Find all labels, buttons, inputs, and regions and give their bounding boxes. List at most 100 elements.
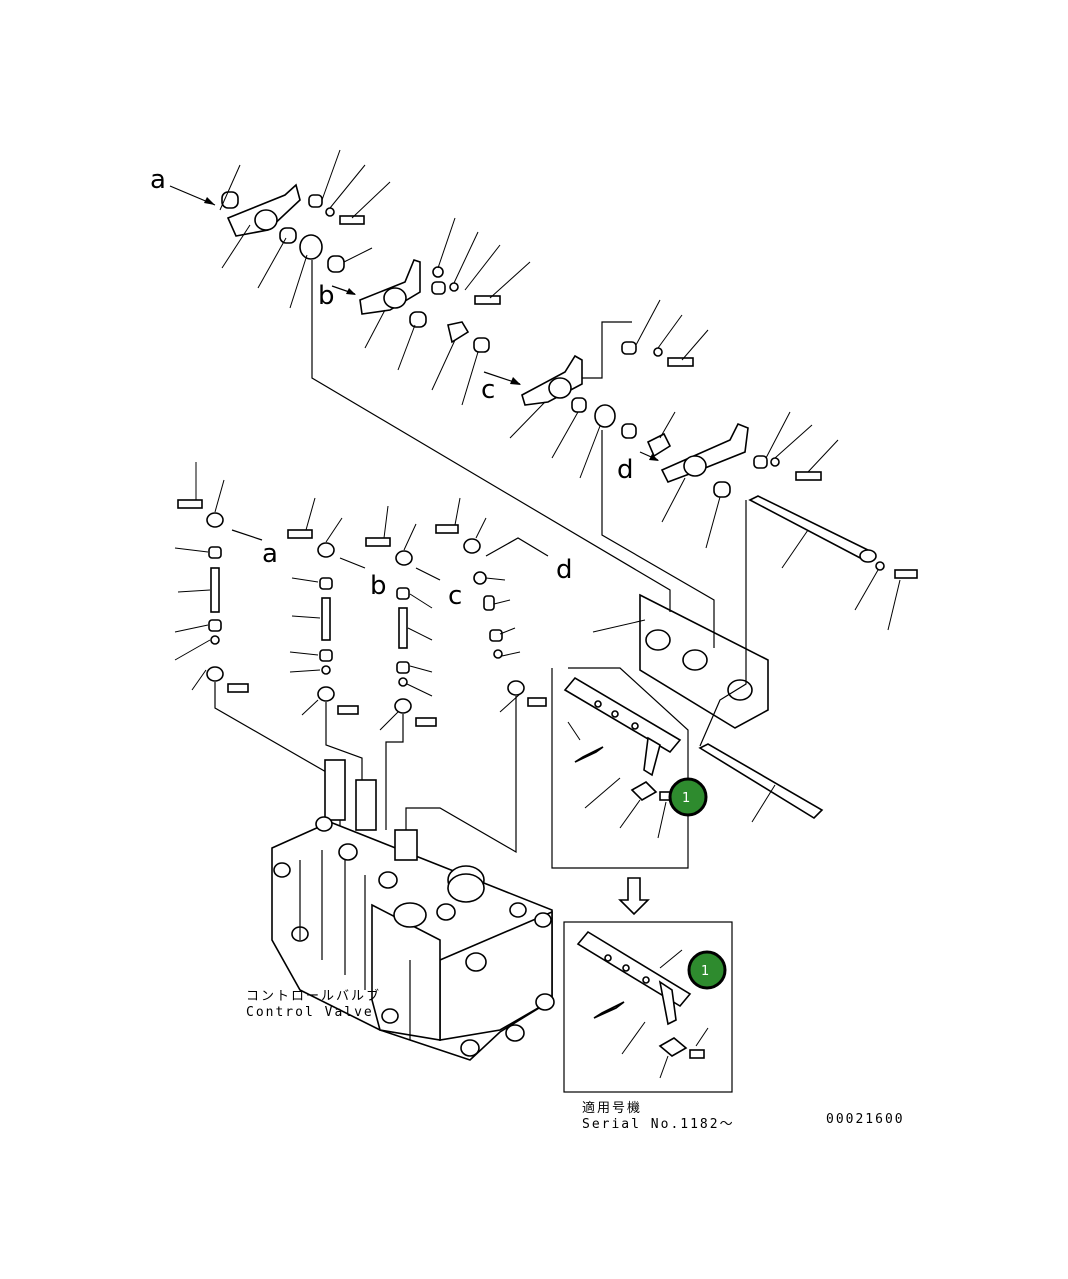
- rod-end-d-top: [463, 538, 481, 554]
- lever-c-boss: [548, 377, 572, 399]
- rod-c: [398, 607, 408, 649]
- block-main: [630, 781, 658, 801]
- bracket-hole-1: [645, 629, 671, 651]
- bushing-d: [713, 481, 731, 498]
- label-b-top: b: [318, 281, 335, 311]
- shaft-lower: [698, 743, 824, 820]
- bolt-b: [474, 295, 501, 305]
- detail-frame-main: [551, 667, 689, 869]
- nut-d: [753, 455, 768, 469]
- washer-rod-b: [321, 665, 331, 675]
- serial-caption-en: Serial No.1182～: [582, 1117, 735, 1132]
- washer-rod-d2: [493, 649, 503, 659]
- label-b-rod: b: [370, 571, 387, 601]
- control-valve: [271, 759, 555, 1061]
- rod-a: [210, 567, 220, 613]
- rod-end-b-top: [317, 542, 335, 558]
- plate-main: [563, 676, 682, 754]
- label-d-rod: d: [556, 555, 573, 585]
- pin-main: [574, 746, 604, 763]
- rod-d: [483, 595, 495, 611]
- caption-component-jp: コントロールバルブ: [246, 988, 381, 1004]
- rod-end-a-bottom: [206, 666, 224, 682]
- rod-end-c-bottom: [394, 698, 412, 714]
- lever-d: [660, 422, 749, 484]
- label-c-rod: c: [448, 581, 462, 611]
- clevis-b: [447, 321, 470, 344]
- washer-b1: [432, 266, 444, 278]
- arrowhead-a-top: [204, 197, 215, 205]
- bolt-d: [795, 471, 822, 481]
- nut-b: [431, 281, 446, 295]
- bolt-shaft: [894, 569, 918, 579]
- nut-c: [621, 341, 637, 355]
- valve-spool-1: [324, 759, 346, 821]
- valve-spool-3: [394, 829, 418, 861]
- rod-end-d-bottom: [507, 680, 525, 696]
- bolt-a: [339, 215, 365, 225]
- washer-c: [653, 347, 663, 357]
- bolt-inset: [689, 1049, 705, 1059]
- bolt-rod-c2: [415, 717, 437, 727]
- bolt-rod-b2: [337, 705, 359, 715]
- valve-port-2: [393, 902, 427, 928]
- svg-text:1: 1: [682, 791, 690, 806]
- valve-port-3: [465, 952, 487, 972]
- washer-rod-a: [210, 635, 220, 645]
- bolt-rod-a2: [227, 683, 249, 693]
- washer-rod-d1: [473, 571, 487, 585]
- callout-marker-main: 1: [668, 777, 708, 817]
- bolt-c: [667, 357, 694, 367]
- label-a-top: a: [150, 165, 166, 195]
- washer-rod-c: [398, 677, 408, 687]
- bushing-b3: [473, 337, 490, 353]
- nut-rod-a2: [208, 619, 222, 632]
- callout-marker-inset: 1: [687, 950, 727, 990]
- washer-d: [770, 457, 780, 467]
- bushing-b1: [327, 255, 345, 273]
- washer-b2: [449, 282, 459, 292]
- washer-a: [325, 207, 335, 217]
- detail-frame-inset: [563, 921, 733, 1093]
- serial-caption-jp: 適用号機: [582, 1100, 642, 1116]
- caption-component-en: Control Valve: [246, 1005, 374, 1020]
- bolt-rod-a: [177, 499, 203, 509]
- rod-end-a-top: [206, 512, 224, 528]
- link-main: [643, 736, 661, 777]
- bushing-c2: [621, 423, 637, 439]
- bracket-hole-3: [727, 679, 753, 701]
- bolt-rod-d: [435, 524, 459, 534]
- label-c-top: c: [481, 375, 495, 405]
- shaft-upper: [748, 495, 874, 561]
- label-d-top: d: [617, 455, 634, 485]
- bolt-rod-c: [365, 537, 391, 547]
- lever-a-boss: [254, 209, 278, 231]
- bushing-a2: [279, 227, 297, 244]
- bracket-hole-2: [682, 649, 708, 671]
- rod-b: [321, 597, 331, 641]
- bushing-b2: [409, 311, 427, 328]
- rod-end-c-top: [395, 550, 413, 566]
- nut-rod-c2: [396, 661, 410, 674]
- clevis-c: [646, 432, 672, 458]
- bushing-c1: [571, 397, 587, 413]
- block-inset: [658, 1037, 688, 1057]
- lever-d-boss: [683, 455, 707, 477]
- bolt-rod-d2: [527, 697, 547, 707]
- svg-text:1: 1: [701, 964, 709, 979]
- valve-spool-2: [355, 779, 377, 831]
- nut-rod-c1: [396, 587, 410, 600]
- seal-a: [299, 234, 323, 260]
- shaft-upper-end: [859, 549, 877, 563]
- drawing-number: 00021600: [826, 1112, 905, 1127]
- nut-rod-b1: [319, 577, 333, 590]
- nut-a: [308, 194, 323, 208]
- seal-c: [594, 404, 616, 428]
- lever-b-boss: [383, 287, 407, 309]
- nut-rod-b2: [319, 649, 333, 662]
- bolt-rod-b: [287, 529, 313, 539]
- nut-rod-a1: [208, 546, 222, 559]
- rod-end-b-bottom: [317, 686, 335, 702]
- link-inset: [658, 980, 677, 1026]
